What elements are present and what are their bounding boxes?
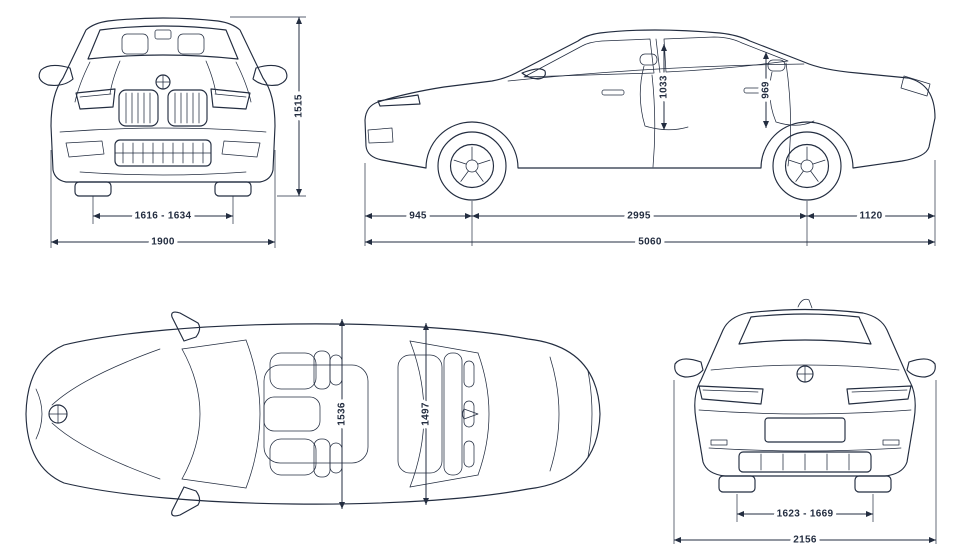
dim-rear-track: 1623 - 1669 — [777, 509, 834, 520]
front-window — [523, 38, 655, 78]
windshield-base — [181, 348, 201, 480]
top-car-body — [25, 311, 601, 517]
taillight-right — [846, 385, 912, 405]
rear-window — [663, 36, 789, 73]
wheel-left — [74, 181, 112, 197]
dim-overall-width: 1900 — [151, 237, 175, 248]
interior-seats — [263, 350, 475, 478]
reflector-right — [882, 439, 900, 446]
kidney-grille-left — [118, 89, 159, 127]
taillight — [900, 75, 931, 97]
headlight-right — [210, 88, 251, 110]
rear-window — [738, 313, 872, 345]
headlight — [377, 94, 421, 107]
dim-front-overhang: 945 — [409, 211, 427, 222]
dim-wheelbase: 2995 — [627, 211, 651, 222]
top-dimensions: 1536 1497 — [333, 319, 435, 509]
headrest-right — [177, 33, 205, 55]
mirror-bottom — [171, 486, 201, 517]
rear-wheel — [772, 131, 842, 201]
reflector-left — [710, 439, 728, 446]
headlight-left — [75, 88, 116, 110]
antenna-fin — [462, 408, 479, 420]
rear-car-body — [674, 298, 936, 493]
top-view-drawing: 1536 1497 — [25, 311, 601, 517]
interior-seats — [639, 53, 815, 131]
front-dimensions: 1515 1616 - 1634 1900 — [50, 16, 308, 251]
windshield — [87, 25, 239, 60]
front-wheel — [437, 131, 507, 201]
rear-view-drawing: 1623 - 1669 2156 — [673, 298, 937, 546]
rear-dimensions: 1623 - 1669 2156 — [673, 380, 937, 546]
bmw-roundel-icon — [796, 365, 814, 383]
mirror-top — [171, 311, 201, 342]
dim-front-headroom: 1033 — [659, 75, 670, 99]
dim-front-track: 1616 - 1634 — [135, 211, 192, 222]
mirror-left — [38, 64, 74, 86]
taillight-left — [698, 385, 764, 405]
mirror-left — [674, 358, 704, 378]
side-mirror — [521, 68, 546, 80]
wheel-left — [718, 475, 756, 493]
dim-overall-length: 5060 — [638, 237, 662, 248]
wheel-right — [214, 181, 252, 197]
dim-width-incl-mirrors: 2156 — [793, 535, 817, 546]
front-view-drawing: 1515 1616 - 1634 1900 — [38, 16, 308, 251]
rear-window-base — [477, 352, 490, 476]
mirror-right — [252, 64, 288, 86]
front-car-body — [38, 17, 288, 197]
dim-front-interior-width: 1536 — [337, 402, 348, 426]
side-view-drawing: 1033 969 945 2995 1120 5060 — [364, 29, 936, 251]
dim-rear-interior-width: 1497 — [421, 402, 432, 426]
diffuser — [738, 451, 872, 473]
bmw-roundel-icon — [48, 404, 68, 424]
kidney-grille-right — [167, 89, 208, 127]
bmw-roundel-icon — [155, 74, 171, 90]
rearview-mirror — [154, 29, 172, 40]
headrest-left — [121, 33, 149, 55]
wheel-right — [854, 475, 892, 493]
license-plate-recess — [764, 417, 846, 443]
antenna-fin — [797, 298, 813, 309]
roof-front-edge — [245, 339, 261, 489]
side-dimensions: 1033 969 945 2995 1120 5060 — [364, 44, 936, 251]
dim-rear-headroom: 969 — [761, 81, 772, 99]
dim-rear-overhang: 1120 — [860, 211, 883, 222]
mirror-right — [906, 358, 936, 378]
dim-overall-height: 1515 — [294, 94, 305, 118]
side-car-body — [364, 29, 936, 201]
door-handle-front — [601, 89, 625, 96]
